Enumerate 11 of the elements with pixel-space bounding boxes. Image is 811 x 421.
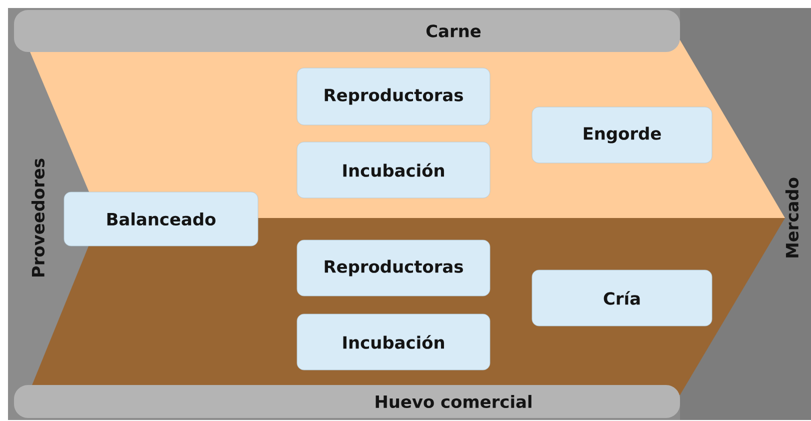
vertical-label: Proveedores	[31, 158, 45, 276]
stage-box: Incubación	[296, 314, 490, 370]
band: Huevo comercial	[14, 385, 680, 418]
stage-box: Reproductoras	[296, 68, 490, 126]
vertical-label: Mercado	[785, 178, 799, 258]
stage-box: Reproductoras	[296, 240, 490, 296]
stage-box: Balanceado	[64, 192, 258, 246]
stage-box: Incubación	[296, 142, 490, 198]
stage-box: Cría	[532, 270, 712, 326]
band: Carne	[14, 10, 680, 52]
stage-box: Engorde	[532, 106, 712, 164]
